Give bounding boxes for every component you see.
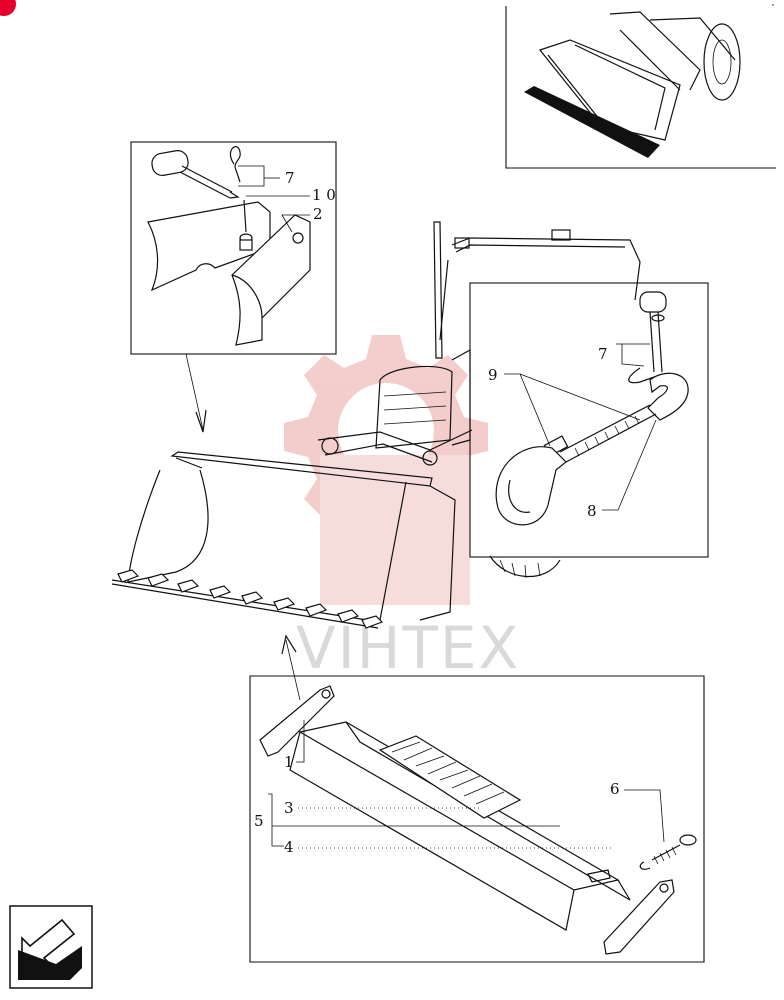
callout-5: 5 xyxy=(254,812,264,830)
callout-1: 1 xyxy=(284,753,294,771)
lock-pin-icon xyxy=(639,291,667,373)
spring-clip-icon xyxy=(639,834,697,870)
callout-6: 6 xyxy=(610,780,620,798)
callout-7-top: 7 xyxy=(285,169,295,187)
r-clip-icon xyxy=(229,146,241,183)
callout-10: 1 0 xyxy=(312,186,336,204)
callout-8: 8 xyxy=(587,502,597,520)
right-inset: 7 9 8 xyxy=(469,282,709,558)
bottom-inset: 6 1 3 5 4 xyxy=(249,675,705,963)
hatch-pattern xyxy=(391,741,505,805)
callout-4: 4 xyxy=(284,838,294,856)
callout-9: 9 xyxy=(488,366,498,384)
overview-inset xyxy=(505,6,776,169)
watermark-text: VIHTEX xyxy=(296,614,520,682)
top-left-inset: 7 1 0 2 xyxy=(130,141,337,433)
bucket-teeth xyxy=(117,569,384,629)
callout-7-right: 7 xyxy=(598,345,608,363)
watermark-gear-icon xyxy=(284,335,488,605)
red-circle-icon xyxy=(0,0,16,16)
callout-2: 2 xyxy=(313,205,323,223)
pin-handle-icon xyxy=(151,150,240,199)
clip-icon xyxy=(628,367,661,384)
callout-3: 3 xyxy=(284,799,294,817)
arrow-icon[interactable] xyxy=(9,905,93,989)
loader-illustration xyxy=(111,221,641,701)
